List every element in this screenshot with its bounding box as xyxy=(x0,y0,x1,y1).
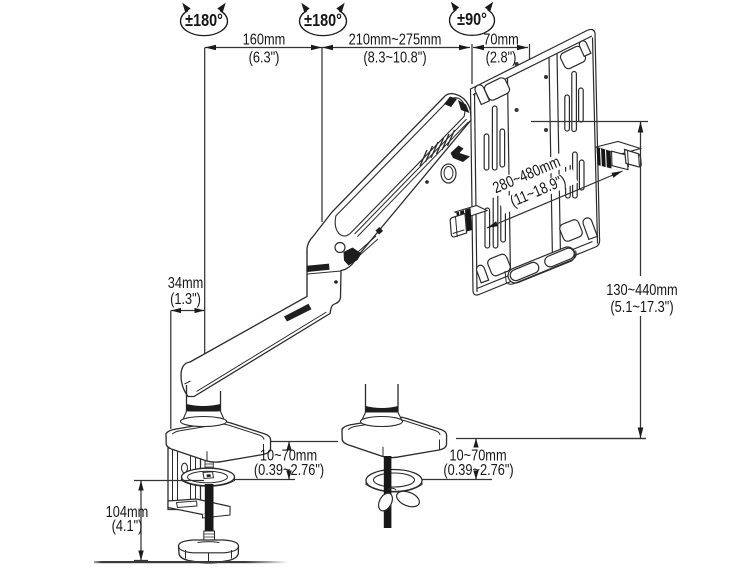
svg-text:(5.1~17.3"): (5.1~17.3") xyxy=(610,299,673,317)
svg-text:(0.39~2.76"): (0.39~2.76") xyxy=(254,462,324,480)
svg-text:±180°: ±180° xyxy=(304,11,342,31)
svg-text:(2.8"): (2.8") xyxy=(486,49,517,67)
svg-text:(6.3"): (6.3") xyxy=(249,49,280,67)
svg-text:±180°: ±180° xyxy=(185,11,223,31)
svg-text:10~70mm: 10~70mm xyxy=(449,447,506,465)
svg-text:(1.3"): (1.3") xyxy=(170,291,201,309)
svg-text:(4.1"): (4.1") xyxy=(112,518,143,536)
svg-text:10~70mm: 10~70mm xyxy=(260,447,317,465)
svg-text:104mm: 104mm xyxy=(106,504,149,522)
svg-text:(8.3~10.8"): (8.3~10.8") xyxy=(363,49,426,67)
svg-text:(0.39~2.76"): (0.39~2.76") xyxy=(443,462,513,480)
svg-text:±90°: ±90° xyxy=(457,10,487,30)
svg-text:160mm: 160mm xyxy=(243,31,286,49)
svg-text:130~440mm: 130~440mm xyxy=(606,282,677,300)
svg-text:70mm: 70mm xyxy=(483,31,519,49)
svg-text:210mm~275mm: 210mm~275mm xyxy=(349,31,442,49)
svg-text:34mm: 34mm xyxy=(168,275,204,293)
